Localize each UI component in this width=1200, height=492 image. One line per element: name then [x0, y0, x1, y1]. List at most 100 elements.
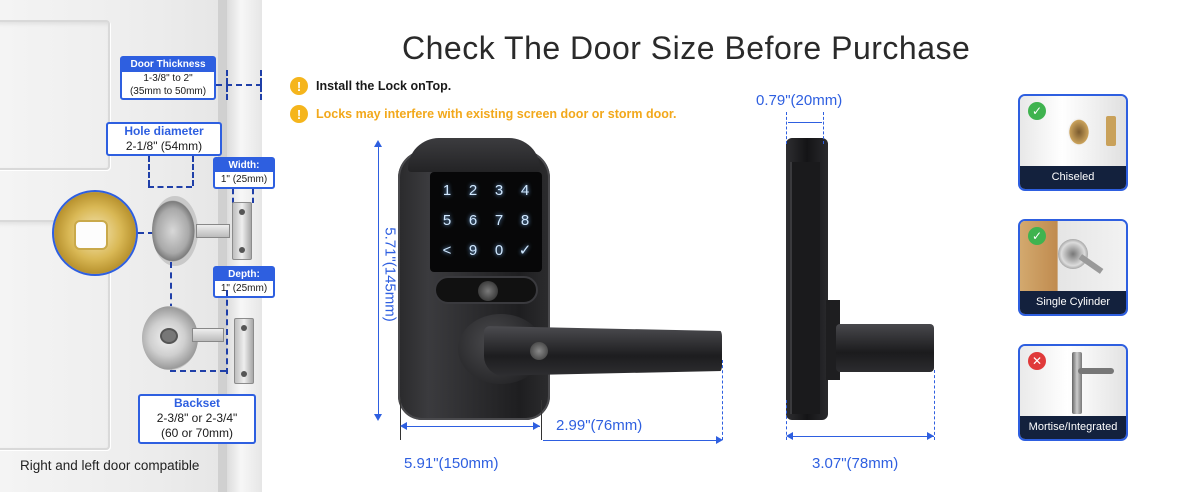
- dim-tick: [823, 112, 824, 144]
- width-box: Width: 1" (25mm): [213, 157, 275, 189]
- door-thickness-box: Door Thickness 1-3/8" to 2" (35mm to 50m…: [120, 56, 216, 100]
- warning-icon: !: [290, 105, 308, 123]
- deadbolt-bar: [192, 328, 224, 342]
- depth-value: 1" (25mm): [220, 283, 268, 294]
- screw: [241, 325, 247, 331]
- warning-note-text: Locks may interfere with existing screen…: [316, 107, 677, 121]
- screw: [241, 371, 247, 377]
- latch-bolt: [74, 220, 108, 250]
- door-hole: [152, 196, 198, 266]
- hole-diameter-value: 2-1/8" (54mm): [125, 139, 203, 153]
- arrow-up-icon: [374, 140, 382, 147]
- keypad-key: 1: [442, 182, 452, 199]
- keypad-key: 2: [468, 182, 478, 199]
- keypad-key: 8: [520, 212, 530, 229]
- keypad-key: <: [442, 242, 452, 259]
- compatibility-note: Right and left door compatible: [20, 458, 200, 473]
- keypad-key: 7: [494, 212, 504, 229]
- cylinder-icon: [1058, 239, 1088, 269]
- side-depth-dim-line: [788, 122, 822, 123]
- install-note-text: Install the Lock onTop.: [316, 79, 452, 93]
- hole-diameter-label: Hole diameter: [124, 124, 204, 138]
- check-badge-icon: ✓: [1028, 102, 1046, 120]
- latch-plate-icon: [1106, 116, 1116, 146]
- backset-value: 2-3/8" or 2-3/4": [156, 411, 238, 425]
- thickness-guide: [226, 70, 228, 100]
- warning-icon: !: [290, 77, 308, 95]
- door-thickness-value: 1-3/8" to 2": [143, 73, 193, 84]
- keypad-key: 5: [442, 212, 452, 229]
- thickness-leader: [216, 84, 262, 86]
- backset-guide: [226, 290, 228, 374]
- lock-side-face: [790, 162, 820, 414]
- door-frame-gap: [218, 0, 226, 492]
- cross-badge-icon: ✕: [1028, 352, 1046, 370]
- screw: [239, 209, 245, 215]
- zoom-leader: [138, 232, 154, 234]
- page-title: Check The Door Size Before Purchase: [402, 30, 971, 66]
- hole-guide: [148, 156, 150, 186]
- keypad-key: 4: [520, 182, 530, 199]
- width-value: 1" (25mm): [220, 174, 268, 185]
- width-label: Width:: [215, 159, 273, 172]
- side-lever-handle: [836, 324, 934, 372]
- door-molding: [0, 20, 110, 170]
- lock-cap: [408, 138, 540, 172]
- mortise-plate-icon: [1072, 352, 1082, 414]
- keyhole-icon: [160, 328, 178, 344]
- door-thickness-label: Door Thickness: [122, 58, 214, 72]
- keypad-key: 9: [468, 242, 478, 259]
- door-thickness-value-mm: (35mm to 50mm): [129, 86, 207, 97]
- width-dim-line: [402, 426, 540, 427]
- arrow-right-icon: [927, 432, 934, 440]
- door-type-single-cylinder: ✓ Single Cylinder: [1018, 219, 1128, 316]
- lever-dim-line: [543, 440, 721, 441]
- width-guide: [232, 189, 234, 203]
- door-type-label: Single Cylinder: [1020, 291, 1126, 314]
- width-guide: [252, 189, 254, 203]
- side-total-dim-line: [788, 436, 934, 437]
- arrow-down-icon: [374, 414, 382, 421]
- door-type-chiseled: ✓ Chiseled: [1018, 94, 1128, 191]
- fingerprint-sensor: [434, 276, 538, 304]
- lever-icon: [1078, 368, 1114, 374]
- strike-plate: [232, 202, 252, 260]
- check-badge-icon: ✓: [1028, 227, 1046, 245]
- door-type-mortise: ✕ Mortise/Integrated: [1018, 344, 1128, 441]
- backset-value-mm: (60 or 70mm): [160, 426, 234, 440]
- latch-zoom: [52, 190, 138, 276]
- depth-box: Depth: 1" (25mm): [213, 266, 275, 298]
- hole-diameter-box: Hole diameter 2-1/8" (54mm): [106, 122, 222, 156]
- side-total-dimension: 3.07"(78mm): [812, 455, 899, 472]
- backset-label: Backset: [173, 396, 221, 410]
- keyhole-icon: [530, 342, 548, 360]
- dim-tick: [722, 360, 723, 440]
- lever-handle: [484, 326, 722, 376]
- latch-hole-icon: [1068, 118, 1090, 146]
- keypad-key: 3: [494, 182, 504, 199]
- door-type-label: Chiseled: [1020, 166, 1126, 189]
- strike-plate: [234, 318, 254, 384]
- side-depth-dimension: 0.79"(20mm): [756, 92, 843, 109]
- lever-length-dimension: 2.99"(76mm): [556, 417, 643, 434]
- arrow-right-icon: [533, 422, 540, 430]
- latch-bar: [196, 224, 230, 238]
- hole-guide: [192, 156, 194, 186]
- fingerprint-icon: [478, 281, 498, 301]
- depth-label: Depth:: [215, 268, 273, 281]
- arrow-left-icon: [400, 422, 407, 430]
- backset-guide: [170, 370, 226, 372]
- total-width-dimension: 5.91"(150mm): [404, 455, 499, 472]
- dim-tick: [934, 370, 935, 440]
- keypad-key: ✓: [518, 242, 532, 259]
- warning-note: ! Locks may interfere with existing scre…: [290, 104, 677, 124]
- keypad-key: 6: [468, 212, 478, 229]
- dim-tick: [541, 400, 542, 440]
- dim-tick: [786, 112, 787, 144]
- door-type-label: Mortise/Integrated: [1020, 416, 1126, 439]
- dim-tick: [400, 400, 401, 440]
- hole-guide: [148, 186, 192, 188]
